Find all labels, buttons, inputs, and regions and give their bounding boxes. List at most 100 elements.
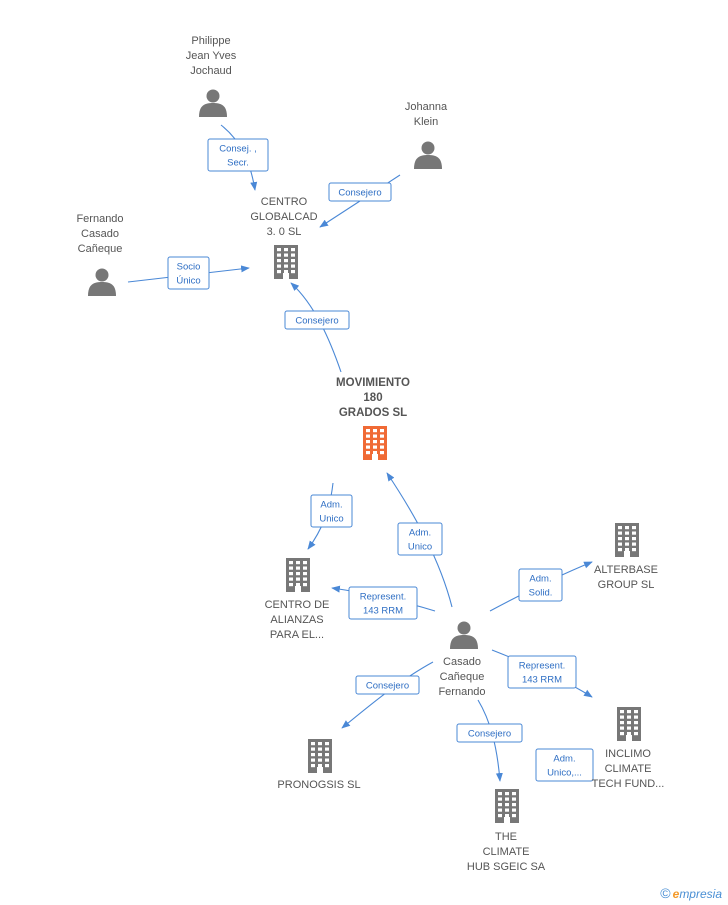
empresia-brand: ©empresia xyxy=(660,885,722,901)
node-label: GROUP SL xyxy=(598,579,655,591)
edge-label-box[interactable] xyxy=(167,256,210,290)
edge-e1: Consej. , Secr. xyxy=(207,124,269,191)
building-icon xyxy=(495,789,519,823)
node-climate_hub[interactable]: THE CLIMATE HUB SGEIC SA xyxy=(467,789,546,873)
building-icon xyxy=(617,707,641,741)
edge-e12: Adm. Unico,... xyxy=(535,748,594,782)
node-label: Jean Yves xyxy=(186,50,237,62)
edge-label-box[interactable] xyxy=(348,586,418,620)
node-label: INCLIMO xyxy=(605,748,651,760)
person-icon xyxy=(450,621,478,649)
edge-label-box[interactable] xyxy=(535,748,594,782)
node-label: Casado xyxy=(81,228,119,240)
edge-label-text: Adm. xyxy=(320,500,342,511)
node-label: THE xyxy=(495,831,517,843)
node-label: CENTRO DE xyxy=(265,599,330,611)
node-inclimo[interactable]: INCLIMO CLIMATE TECH FUND... xyxy=(592,707,665,790)
edge-e6: Adm.Unico xyxy=(386,472,453,608)
edge-label-box[interactable] xyxy=(397,522,443,556)
node-label: Johanna xyxy=(405,101,448,113)
brand-logo-e: e xyxy=(672,887,680,901)
edge-label-text: Secr. xyxy=(227,158,249,169)
edge-label-box[interactable] xyxy=(518,568,563,602)
node-label: Cañeque xyxy=(78,243,123,255)
edge-label-text: 143 RRM xyxy=(363,606,403,617)
node-label: Klein xyxy=(414,116,438,128)
building-icon xyxy=(286,558,310,592)
edges-layer: Consej. ,Secr.ConsejeroSocioÚnicoConseje… xyxy=(127,124,594,782)
copyright-icon: © xyxy=(660,885,671,901)
edge-label-text: Único xyxy=(176,276,200,287)
person-icon xyxy=(199,89,227,117)
node-label: CENTRO xyxy=(261,196,308,208)
edge-label-text: Consejero xyxy=(338,188,381,199)
node-label: CLIMATE xyxy=(605,763,652,775)
node-label: CLIMATE xyxy=(483,846,530,858)
edge-label-text: Represent. xyxy=(360,592,406,603)
edge-label-text: Represent. xyxy=(519,661,565,672)
building-icon xyxy=(308,739,332,773)
node-label: GLOBALCAD xyxy=(250,211,317,223)
node-label: MOVIMIENTO xyxy=(336,377,410,389)
node-label: Cañeque xyxy=(440,671,485,683)
node-label: 180 xyxy=(363,392,382,404)
edge-label-text: Unico xyxy=(319,514,343,525)
building-icon xyxy=(615,523,639,557)
person-icon xyxy=(414,141,442,169)
node-label: HUB SGEIC SA xyxy=(467,861,546,873)
node-pronogsis[interactable]: PRONOGSIS SL xyxy=(277,739,361,791)
node-centro_alianzas[interactable]: CENTRO DE ALIANZAS PARA EL... xyxy=(265,558,330,641)
main-company-building-icon xyxy=(363,426,387,460)
edge-label-box[interactable] xyxy=(328,182,392,202)
edge-line xyxy=(341,661,434,729)
node-label: Casado xyxy=(443,656,481,668)
brand-logo-text: mpresia xyxy=(679,887,722,901)
edge-label-box[interactable] xyxy=(207,138,269,172)
node-label: Philippe xyxy=(191,35,230,47)
edge-label-box[interactable] xyxy=(355,675,420,695)
edge-e2: Consejero xyxy=(319,174,401,228)
edge-label-text: Consejero xyxy=(366,681,409,692)
edge-e9: Represent.143 RRM xyxy=(491,649,593,698)
edge-label-text: Adm. xyxy=(529,574,551,585)
edge-label-text: Solid. xyxy=(529,588,553,599)
node-label: GRADOS SL xyxy=(339,407,407,419)
edge-label-text: Consej. , xyxy=(219,144,257,155)
edge-label-text: Adm. xyxy=(553,754,575,765)
edge-label-text: Unico,... xyxy=(547,768,582,779)
node-label: PARA EL... xyxy=(270,629,324,641)
node-label: Jochaud xyxy=(190,65,232,77)
edge-e8: Adm. Solid. xyxy=(489,561,593,612)
edge-label-text: Adm. xyxy=(409,528,431,539)
edge-e11: Consejero xyxy=(456,699,523,782)
edge-label-box[interactable] xyxy=(284,310,350,330)
node-label: Fernando xyxy=(76,213,123,225)
node-centro_globalcad[interactable]: CENTRO GLOBALCAD 3. 0 SL xyxy=(250,196,318,279)
edge-e5: Adm. Unico xyxy=(307,482,353,550)
edge-label-box[interactable] xyxy=(310,494,353,528)
node-alterbase[interactable]: ALTERBASE GROUP SL xyxy=(594,523,658,591)
edge-label-text: Consejero xyxy=(295,316,338,327)
node-label: 3. 0 SL xyxy=(267,226,302,238)
person-icon xyxy=(88,268,116,296)
edge-label-text: Socio xyxy=(177,262,201,273)
node-label: ALIANZAS xyxy=(270,614,323,626)
edge-e10: Consejero xyxy=(341,661,434,729)
edge-label-box[interactable] xyxy=(507,655,577,689)
building-icon xyxy=(274,245,298,279)
edge-e7: Represent. 143 RRM xyxy=(331,585,436,620)
edge-e4: Consejero xyxy=(284,282,350,373)
edge-label-box[interactable] xyxy=(456,723,523,743)
node-label: Fernando xyxy=(438,686,485,698)
node-label: ALTERBASE xyxy=(594,564,658,576)
edge-label-text: Consejero xyxy=(468,729,511,740)
node-label: TECH FUND... xyxy=(592,778,665,790)
node-label: PRONOGSIS SL xyxy=(277,779,360,791)
